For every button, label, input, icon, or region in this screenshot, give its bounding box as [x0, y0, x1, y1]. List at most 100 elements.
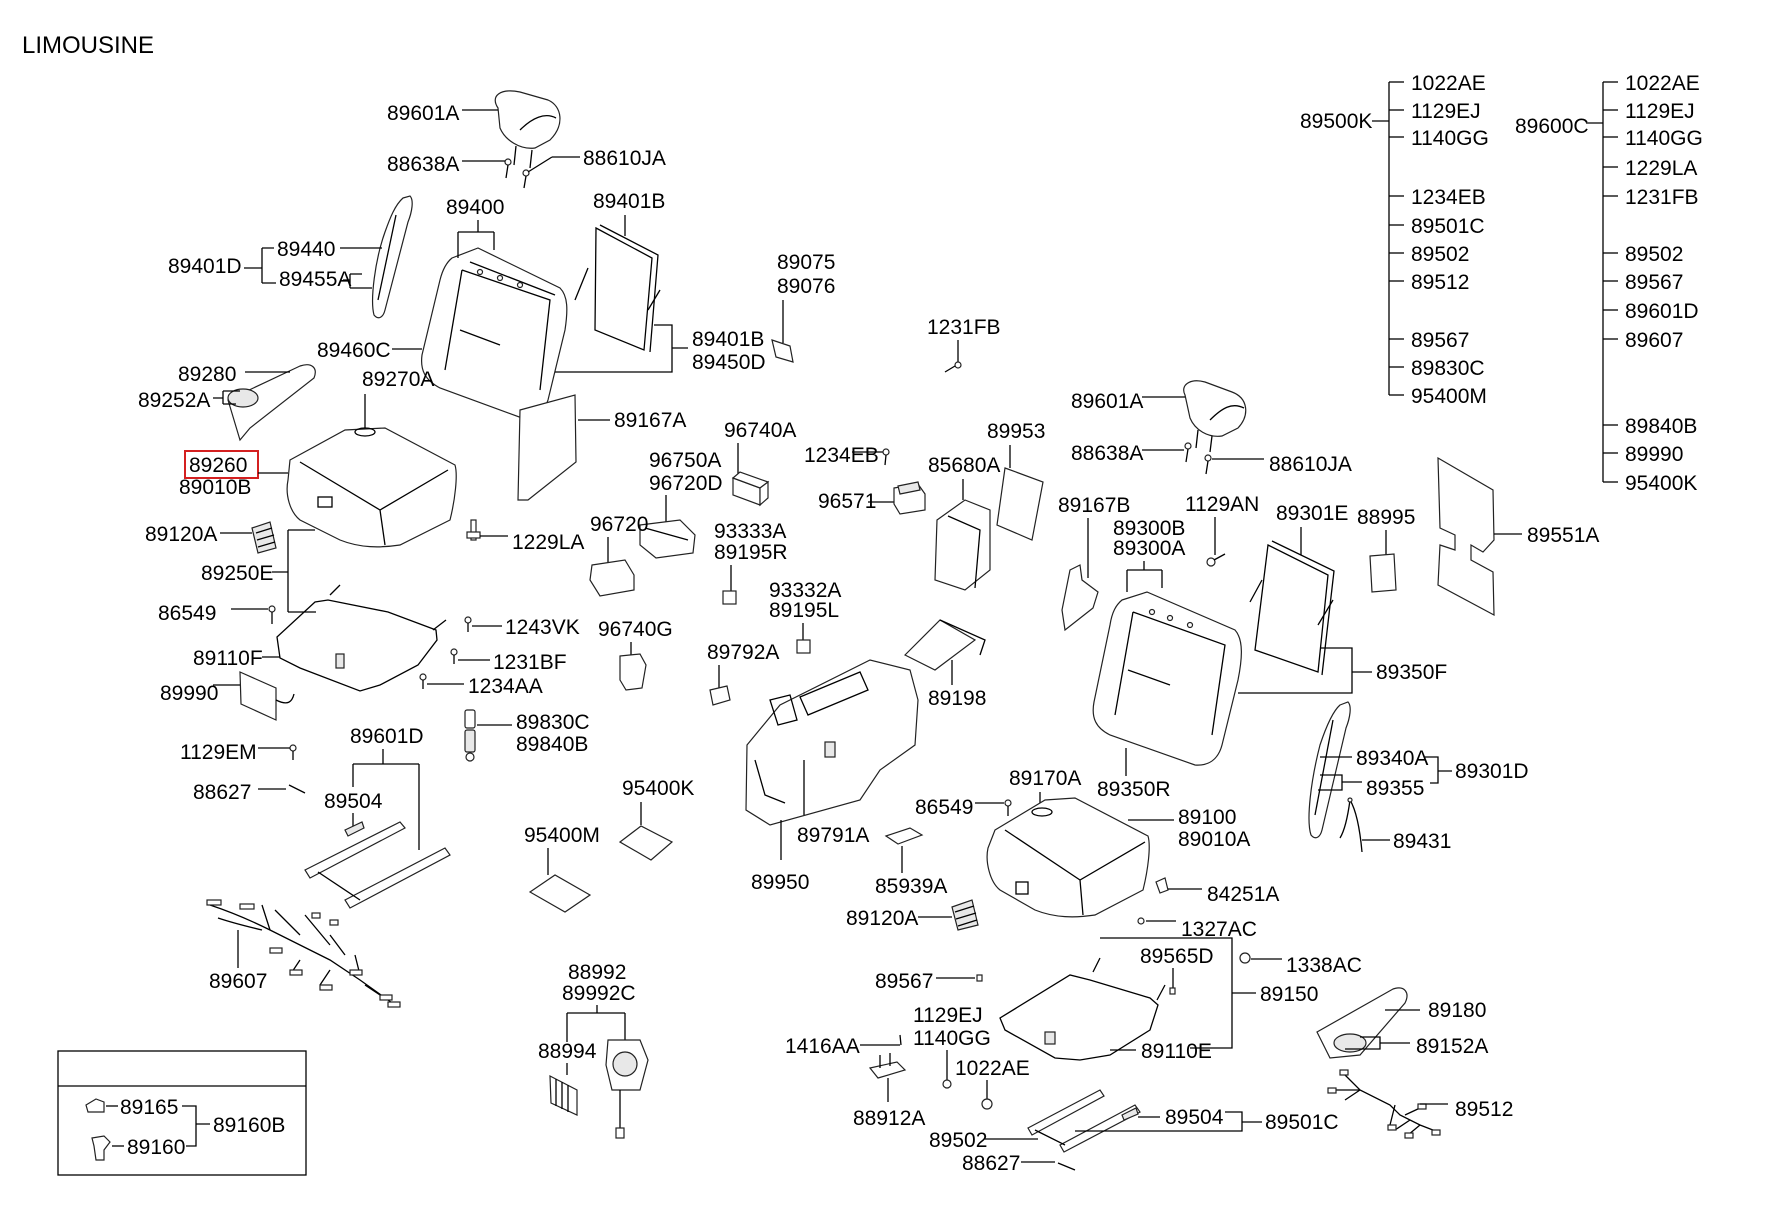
part-label[interactable]: 89501C: [1265, 1111, 1339, 1134]
part-label[interactable]: 88610JA: [1269, 453, 1352, 476]
kit-child-label[interactable]: 89607: [1625, 329, 1683, 352]
nut-1338AC[interactable]: [1239, 952, 1251, 964]
clip-89565D[interactable]: [1169, 987, 1176, 995]
part-label[interactable]: 89400: [446, 196, 504, 219]
part-label[interactable]: 1231BF: [493, 651, 567, 674]
part-label[interactable]: 96740A: [724, 419, 796, 442]
part-label[interactable]: 1129AN: [1185, 493, 1259, 516]
seatback-left[interactable]: [420, 247, 568, 419]
seatback-frame-right[interactable]: [1249, 540, 1335, 676]
part-label[interactable]: 88610JA: [583, 147, 666, 170]
part-label[interactable]: 89601A: [1071, 390, 1143, 413]
part-label[interactable]: 96571: [818, 490, 876, 513]
kit-child-label[interactable]: 1234EB: [1411, 186, 1486, 209]
pad-85939A[interactable]: [884, 827, 924, 845]
part-label[interactable]: 89120A: [846, 907, 918, 930]
part-label[interactable]: 89167A: [614, 409, 686, 432]
part-label[interactable]: 89120A: [145, 523, 217, 546]
part-label[interactable]: 89252A: [138, 389, 210, 412]
kit-child-label[interactable]: 89830C: [1411, 357, 1485, 380]
part-label[interactable]: 1327AC: [1181, 918, 1257, 941]
part-label[interactable]: 1243VK: [505, 616, 580, 639]
part-label[interactable]: 89195R: [714, 541, 788, 564]
pin-88627-left[interactable]: [288, 784, 306, 794]
screw-1243VK[interactable]: [464, 616, 472, 632]
seat-frame-left[interactable]: [276, 584, 447, 692]
part-label[interactable]: 89401D: [168, 255, 242, 278]
part-label[interactable]: 89953: [987, 420, 1045, 443]
part-label[interactable]: 89170A: [1009, 767, 1081, 790]
part-label[interactable]: 89300A: [1113, 537, 1185, 560]
bolt-1129EM[interactable]: [289, 744, 297, 760]
part-label[interactable]: 89167B: [1058, 494, 1130, 517]
kit-child-label[interactable]: 89502: [1411, 243, 1469, 266]
headrest-guide-bolt[interactable]: [1184, 442, 1192, 463]
part-label[interactable]: 89165: [120, 1096, 178, 1119]
part-label[interactable]: 88638A: [1071, 442, 1143, 465]
kit-child-label[interactable]: 1140GG: [1625, 127, 1703, 150]
kit-child-label[interactable]: 95400K: [1625, 472, 1697, 495]
part-label[interactable]: 89076: [777, 275, 835, 298]
part-label[interactable]: 89350R: [1097, 778, 1171, 801]
switch-93333A[interactable]: [722, 590, 737, 605]
seat-cushion-right[interactable]: [986, 797, 1150, 918]
switch-96571[interactable]: [893, 481, 926, 515]
module-96720[interactable]: [589, 559, 635, 597]
screw-86549-left[interactable]: [268, 605, 276, 624]
panel-89953[interactable]: [996, 467, 1044, 541]
bracket-88912A[interactable]: [868, 1034, 907, 1079]
wiring-harness-89607[interactable]: [206, 899, 401, 1008]
nut-1327AC[interactable]: [1137, 917, 1145, 925]
screw-1231FB[interactable]: [944, 361, 962, 373]
part-label[interactable]: 95400M: [524, 824, 600, 847]
part-label[interactable]: 85680A: [928, 454, 1000, 477]
part-label[interactable]: 96740G: [598, 618, 673, 641]
kit-child-label[interactable]: 89501C: [1411, 215, 1485, 238]
center-console[interactable]: [745, 659, 919, 826]
pin-88627-right[interactable]: [1057, 1162, 1076, 1171]
filter-88994[interactable]: [549, 1074, 578, 1116]
bracket-89167B[interactable]: [1061, 564, 1099, 632]
part-label[interactable]: 89992C: [562, 982, 636, 1005]
wiring-harness-89512[interactable]: [1327, 1069, 1441, 1139]
part-label[interactable]: 89840B: [516, 733, 588, 756]
screw-1234EB[interactable]: [882, 448, 890, 466]
part-label[interactable]: 89950: [751, 871, 809, 894]
module-89990[interactable]: [239, 671, 295, 721]
screw-1231BF[interactable]: [450, 648, 458, 664]
nut-1129EJ[interactable]: [942, 1079, 952, 1089]
kit-child-label[interactable]: 89502: [1625, 243, 1683, 266]
part-label[interactable]: 89551A: [1527, 524, 1599, 547]
part-label[interactable]: 1229LA: [512, 531, 584, 554]
kit-child-label[interactable]: 1129EJ: [1625, 100, 1695, 123]
part-label[interactable]: 89152A: [1416, 1035, 1488, 1058]
part-label[interactable]: 89301D: [1455, 760, 1529, 783]
part-label[interactable]: 89601D: [350, 725, 424, 748]
seatback-side-trim[interactable]: [372, 195, 413, 319]
part-label[interactable]: 88627: [193, 781, 251, 804]
part-label[interactable]: 85939A: [875, 875, 947, 898]
tray-89198[interactable]: [903, 619, 986, 671]
cover-89075[interactable]: [771, 339, 794, 363]
part-label[interactable]: 89280: [178, 363, 236, 386]
part-label[interactable]: 89300B: [1113, 517, 1185, 540]
air-vent-left[interactable]: [251, 521, 277, 554]
screw-86549-right[interactable]: [1004, 799, 1012, 816]
part-label[interactable]: 88994: [538, 1040, 597, 1063]
seat-cushion-left[interactable]: [286, 427, 457, 548]
armrest-box-85680A[interactable]: [934, 499, 991, 591]
part-label[interactable]: 88638A: [387, 153, 459, 176]
part-label[interactable]: 89075: [777, 251, 835, 274]
headrest-left[interactable]: [494, 90, 561, 169]
part-label[interactable]: 89455A: [279, 268, 351, 291]
part-label[interactable]: 89567: [875, 970, 933, 993]
part-label[interactable]: 1338AC: [1286, 954, 1362, 977]
part-label[interactable]: 1022AE: [955, 1057, 1030, 1080]
headrest-guide-bolt[interactable]: [1204, 454, 1212, 475]
part-label[interactable]: 88912A: [853, 1107, 925, 1130]
seat-belt-buckle[interactable]: [464, 709, 476, 762]
seatback-right[interactable]: [1092, 591, 1242, 766]
seatback-rear-panel[interactable]: [517, 394, 577, 501]
part-label[interactable]: 96750A: [649, 449, 721, 472]
part-label[interactable]: 89100: [1178, 806, 1236, 829]
